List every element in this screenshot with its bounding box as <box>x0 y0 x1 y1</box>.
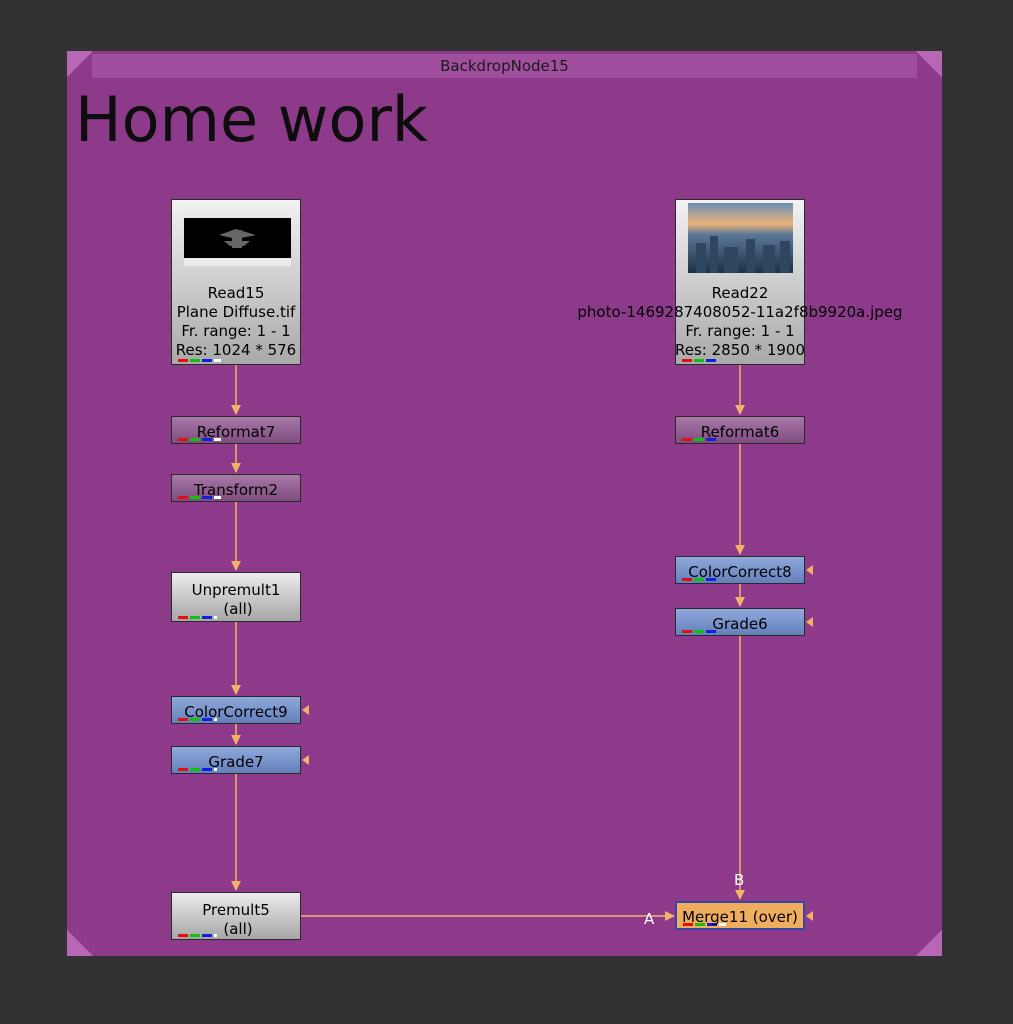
colorcorrect9-node[interactable]: ColorCorrect9 <box>171 696 301 724</box>
grade6-node[interactable]: Grade6 <box>675 608 805 636</box>
reformat6-node[interactable]: Reformat6 <box>675 416 805 444</box>
city-photo-thumbnail-image <box>688 203 793 273</box>
backdrop-resize-handle-icon[interactable] <box>916 930 942 956</box>
read22-file: photo-1469287408052-11a2f8b9920a.jpeg <box>577 303 903 321</box>
unpremult1-channels: (all) <box>223 600 253 618</box>
unpremult1-label: Unpremult1 <box>191 581 281 599</box>
read15-thumbnail <box>184 210 291 266</box>
channel-indicator-icon <box>178 438 222 441</box>
read15-resolution: Res: 1024 * 576 <box>175 341 297 359</box>
premult5-node[interactable]: Premult5 (all) <box>171 892 301 940</box>
channel-indicator-icon <box>682 630 726 633</box>
mask-input-arrow-icon[interactable] <box>806 565 813 575</box>
merge11-input-b-label: B <box>734 871 745 889</box>
read22-name: Read22 <box>711 284 769 302</box>
unpremult1-node[interactable]: Unpremult1 (all) <box>171 572 301 622</box>
channel-indicator-icon <box>178 768 222 771</box>
reformat7-node[interactable]: Reformat7 <box>171 416 301 444</box>
read22-node[interactable]: Read22 photo-1469287408052-11a2f8b9920a.… <box>577 199 903 365</box>
plane-thumbnail-image <box>184 218 291 258</box>
grade7-node[interactable]: Grade7 <box>171 746 301 774</box>
merge11-label: Merge11 (over) <box>682 908 798 926</box>
colorcorrect8-node[interactable]: ColorCorrect8 <box>675 556 805 584</box>
grade7-label: Grade7 <box>208 753 264 771</box>
backdrop-title[interactable]: BackdropNode15 <box>92 54 917 78</box>
merge11-node[interactable]: Merge11 (over) <box>675 901 805 930</box>
channel-indicator-icon <box>178 934 222 937</box>
premult5-channels: (all) <box>223 920 253 938</box>
mask-input-arrow-icon[interactable] <box>302 755 309 765</box>
channel-indicator-icon <box>682 578 726 581</box>
read22-thumbnail <box>688 203 793 273</box>
colorcorrect8-label: ColorCorrect8 <box>688 563 792 581</box>
mask-input-arrow-icon[interactable] <box>806 617 813 627</box>
grade6-label: Grade6 <box>712 615 768 633</box>
mask-input-arrow-icon[interactable] <box>806 911 813 921</box>
merge11-input-a-label: A <box>644 910 655 928</box>
channel-indicator-icon <box>178 496 222 499</box>
channel-indicator-icon <box>178 718 222 721</box>
backdrop-label: Home work <box>75 83 428 156</box>
channel-indicator-icon <box>682 438 726 441</box>
backdrop-corner-handle-icon[interactable] <box>67 930 93 956</box>
channel-indicator-icon <box>178 359 222 362</box>
read22-resolution: Res: 2850 * 1900 <box>675 341 805 359</box>
transform2-node[interactable]: Transform2 <box>171 474 301 502</box>
transform2-label: Transform2 <box>193 481 279 499</box>
channel-indicator-icon <box>178 616 222 619</box>
backdrop-corner-handle-icon[interactable] <box>916 51 942 77</box>
premult5-label: Premult5 <box>202 901 270 919</box>
reformat6-label: Reformat6 <box>700 423 780 441</box>
reformat7-label: Reformat7 <box>196 423 276 441</box>
colorcorrect9-label: ColorCorrect9 <box>184 703 288 721</box>
read15-file: Plane Diffuse.tif <box>176 303 296 321</box>
mask-input-arrow-icon[interactable] <box>302 705 309 715</box>
channel-indicator-icon <box>682 359 726 362</box>
read15-frame-range: Fr. range: 1 - 1 <box>181 322 291 340</box>
backdrop-corner-handle-icon[interactable] <box>67 51 93 77</box>
channel-indicator-icon <box>683 923 727 926</box>
read22-frame-range: Fr. range: 1 - 1 <box>685 322 795 340</box>
read15-name: Read15 <box>207 284 265 302</box>
read15-node[interactable]: Read15 Plane Diffuse.tif Fr. range: 1 - … <box>171 199 301 365</box>
